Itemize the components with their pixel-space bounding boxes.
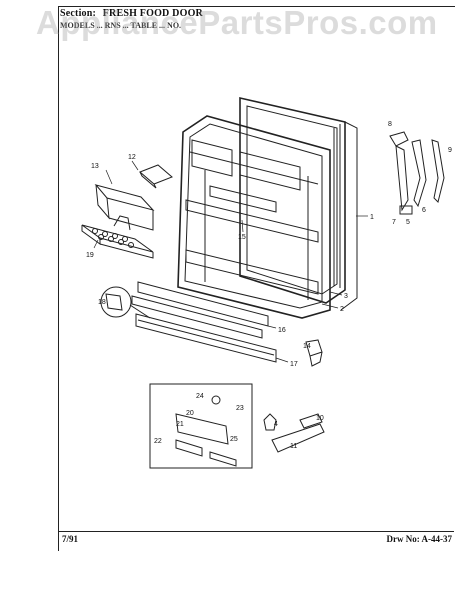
door-liner-drawing — [177, 115, 331, 319]
part-2-label: 2 — [340, 306, 344, 313]
part-14-label: 14 — [303, 343, 311, 350]
revision-date: 7/91 — [62, 534, 79, 544]
section-header: Section: FRESH FOOD DOOR — [60, 8, 203, 19]
drawing-number: Drw No: A-44-37 — [386, 534, 453, 544]
diagram-frame — [58, 6, 455, 551]
dairy-door-lid-drawing — [139, 164, 173, 189]
egg-tray-drawing — [81, 215, 154, 259]
part-10-label: 10 — [316, 415, 324, 422]
part-5-label: 5 — [406, 219, 410, 226]
part-7-label: 7 — [392, 219, 396, 226]
shelf-end-cap-drawing — [100, 286, 151, 319]
dairy-compartment-drawing — [94, 184, 155, 231]
hinge-detail-box-drawing — [149, 383, 253, 469]
part-16-label: 16 — [278, 327, 286, 334]
section-title: FRESH FOOD DOOR — [102, 8, 203, 19]
part-18-label: 18 — [98, 299, 106, 306]
part-12-label: 12 — [128, 154, 136, 161]
section-label: Section: — [60, 8, 97, 19]
handle-clip-drawing — [305, 339, 323, 367]
part-13-label: 13 — [91, 163, 99, 170]
footer-rule — [58, 531, 454, 532]
part-6-label: 6 — [422, 207, 426, 214]
part-23-label: 23 — [236, 405, 244, 412]
part-3-label: 3 — [344, 293, 348, 300]
part-20-label: 20 — [186, 410, 194, 417]
part-11-label: 11 — [290, 443, 297, 450]
cam-and-bracket-drawing — [263, 413, 325, 453]
watermark: AppliancePartsPros.com — [36, 4, 438, 41]
part-9-label: 9 — [448, 147, 452, 154]
part-22-label: 22 — [154, 438, 162, 445]
part-19-label: 19 — [86, 252, 94, 259]
part-4-label: 4 — [274, 421, 278, 428]
part-15-label: 15 — [238, 234, 246, 241]
part-24-label: 24 — [196, 393, 204, 400]
part-1-label: 1 — [370, 214, 374, 221]
part-8-label: 8 — [388, 121, 392, 128]
door-hinge-drawing — [389, 131, 445, 215]
part-25-label: 25 — [230, 436, 238, 443]
model-line: MODELS ... RNS ... TABLE ... NO. — [60, 21, 182, 30]
part-21-label: 21 — [176, 421, 184, 428]
part-17-label: 17 — [290, 361, 298, 368]
